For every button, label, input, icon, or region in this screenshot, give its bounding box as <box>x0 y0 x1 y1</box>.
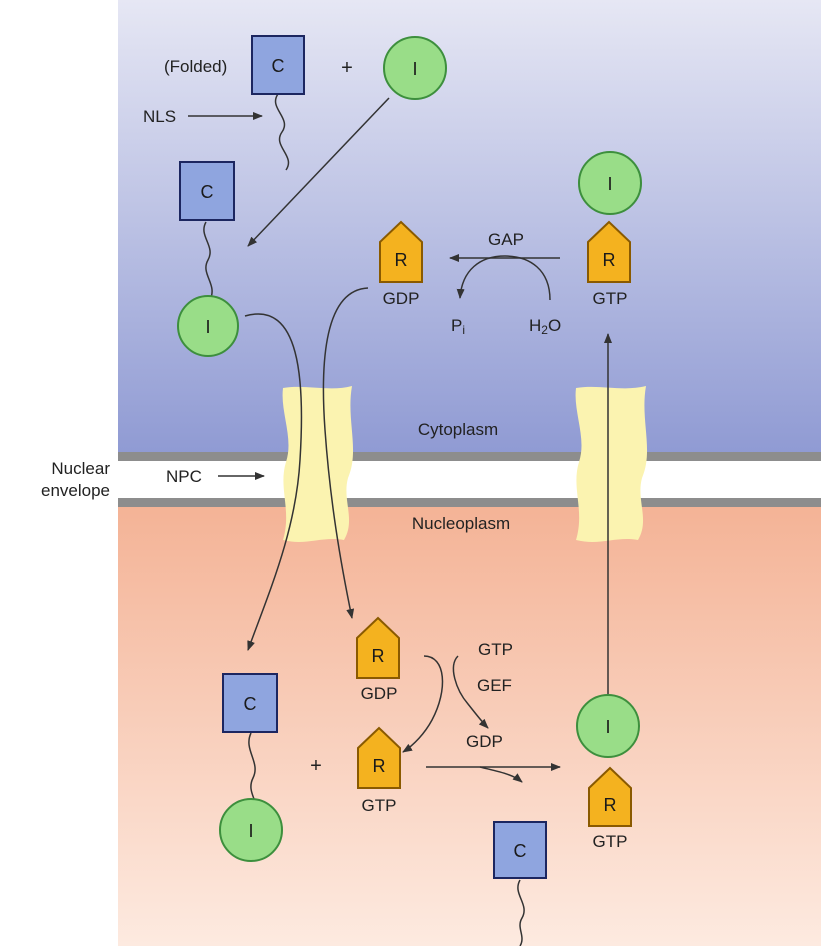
folded-label: (Folded) <box>164 57 228 76</box>
nuclear-envelope-label-line2: envelope <box>40 481 110 500</box>
ran-gtp-nuc-letter: R <box>372 756 386 776</box>
gtp-label-nuc-ran: GTP <box>361 796 397 815</box>
phosphate-label-sub: i <box>462 323 466 337</box>
importin-released-nuc-letter: I <box>248 821 254 841</box>
gdp-label-cyto: GDP <box>382 289 420 308</box>
cargo-folded-letter: C <box>271 56 285 76</box>
cytoplasm-region <box>118 0 821 456</box>
cytoplasm-label: Cytoplasm <box>417 420 499 439</box>
ran-gdp-cyto <box>379 220 423 283</box>
importin-bound-cyto <box>177 295 239 357</box>
importin-recycled-letter: I <box>607 174 613 194</box>
importin-free-cyto <box>383 36 447 100</box>
nuclear-pore-left <box>282 386 354 542</box>
cargo-cytoplasm <box>179 161 235 221</box>
cargo-folded <box>251 35 305 95</box>
arrow-importin-cargo-import <box>244 313 303 651</box>
importin-bound-cyto-letter: I <box>205 317 211 337</box>
ran-gdp-nuc <box>356 616 400 679</box>
nls-label: NLS <box>143 107 177 126</box>
nuclear-envelope-label: Nuclear envelope <box>2 458 110 502</box>
ran-gtp-cyto <box>587 220 631 283</box>
plus-sign-cyto: + <box>341 57 353 79</box>
cargo-nucleoplasm-letter: C <box>243 694 257 714</box>
nuclear-pore-right <box>575 386 648 542</box>
phosphate-label: Pi <box>451 316 465 340</box>
water-label-o: O <box>547 316 562 335</box>
arrow-importin-binds-cargo <box>247 97 390 247</box>
water-label-h: H <box>529 316 542 335</box>
outer-membrane <box>118 452 821 461</box>
ran-gtp-export-complex <box>588 766 632 827</box>
cargo-released <box>493 821 547 879</box>
cargo-nucleoplasm <box>222 673 278 733</box>
ran-gdp-cyto-letter: R <box>394 250 408 270</box>
gap-label: GAP <box>488 230 524 249</box>
gtp-label-incoming: GTP <box>478 640 513 659</box>
inner-membrane <box>118 498 821 507</box>
arrow-gdp-release <box>402 655 444 753</box>
importin-released-nuc <box>219 798 283 862</box>
npc-label: NPC <box>166 467 202 486</box>
arrow-gtp-hydrolysis-curve <box>456 255 551 301</box>
ran-gtp-cyto-letter: R <box>602 250 616 270</box>
ran-gtp-export-complex-letter: R <box>603 795 617 815</box>
gdp-label-nuc-ran: GDP <box>360 684 398 703</box>
importin-recycled <box>578 151 642 215</box>
cargo-released-letter: C <box>513 841 527 861</box>
importin-export-complex-letter: I <box>605 717 611 737</box>
nuclear-envelope-label-line1: Nuclear <box>51 459 110 478</box>
nucleoplasm-label: Nucleoplasm <box>411 514 511 533</box>
water-label-sub: 2 <box>541 323 548 337</box>
importin-export-complex <box>576 694 640 758</box>
arrow-cargo-release <box>479 766 523 783</box>
gtp-label-cyto: GTP <box>592 289 628 308</box>
ran-gtp-nuc <box>357 726 401 789</box>
gdp-label-released: GDP <box>466 732 503 751</box>
ran-gdp-nuc-letter: R <box>371 646 385 666</box>
nls-tail-cargo-free <box>517 879 525 946</box>
phosphate-label-main: P <box>451 316 463 335</box>
importin-free-cyto-letter: I <box>412 59 418 79</box>
cargo-cytoplasm-letter: C <box>200 182 214 202</box>
arrow-ran-gdp-import <box>322 287 369 619</box>
gtp-label-export-complex: GTP <box>592 832 628 851</box>
arrow-gtp-loading <box>452 655 489 729</box>
plus-sign-nuc: + <box>310 755 322 777</box>
gef-label: GEF <box>477 676 512 695</box>
nls-tail-folded <box>274 93 290 171</box>
nls-tail-cargo-cyto <box>203 221 213 301</box>
water-label: H2O <box>529 316 561 340</box>
